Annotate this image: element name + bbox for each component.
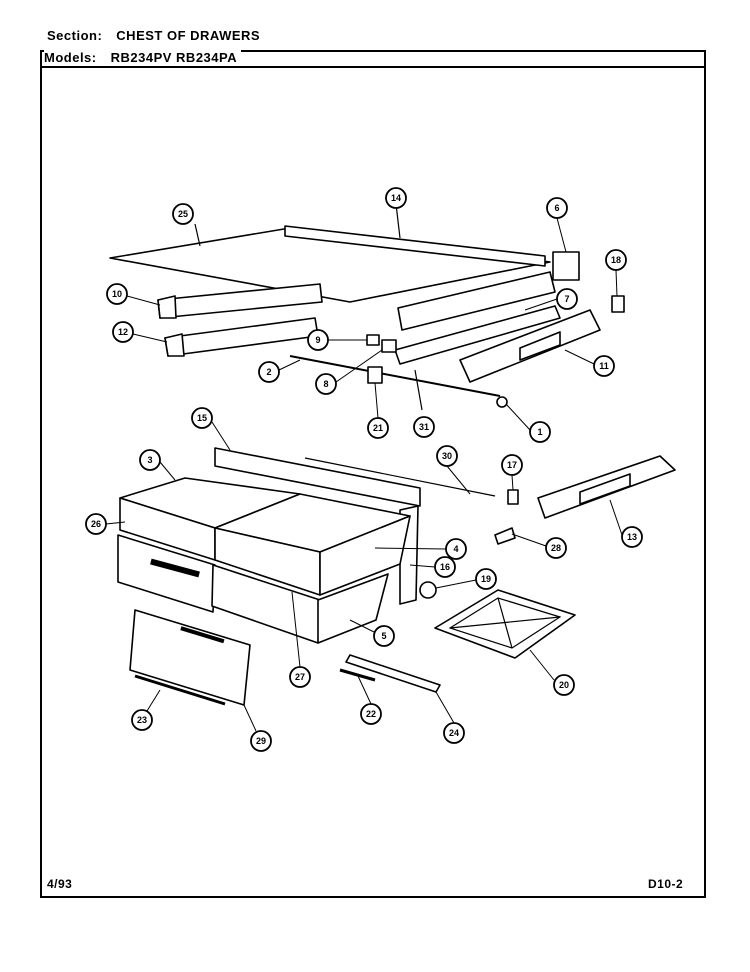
callout-27: 27 (289, 666, 311, 688)
svg-text:26: 26 (91, 519, 101, 529)
top-panel (109, 203, 551, 303)
svg-text:24: 24 (449, 728, 459, 738)
callout-17: 17 (501, 454, 523, 476)
callout-26: 26 (85, 513, 107, 535)
rod-2 (289, 355, 501, 397)
callout-13: 13 (621, 526, 643, 548)
svg-text:2: 2 (266, 367, 271, 377)
svg-text:16: 16 (440, 562, 450, 572)
svg-text:21: 21 (373, 423, 383, 433)
svg-text:22: 22 (366, 709, 376, 719)
callout-8: 8 (315, 373, 337, 395)
callout-29: 29 (250, 730, 272, 752)
callout-24: 24 (443, 722, 465, 744)
callout-30: 30 (436, 445, 458, 467)
svg-text:14: 14 (391, 193, 401, 203)
svg-text:27: 27 (295, 672, 305, 682)
svg-text:1: 1 (537, 427, 542, 437)
models-heading: Models: RB234PV RB234PA (44, 50, 242, 65)
callout-25: 25 (172, 203, 194, 225)
part-28-latch (494, 527, 516, 545)
drawer-front-29 (129, 609, 251, 706)
part-8-clip (381, 339, 397, 353)
part-18-bracket (611, 295, 625, 313)
section-heading: Section: CHEST OF DRAWERS (47, 28, 260, 43)
svg-text:31: 31 (419, 422, 429, 432)
left-drawer (117, 477, 301, 613)
svg-text:12: 12 (118, 327, 128, 337)
right-drawer (211, 493, 411, 644)
svg-text:6: 6 (554, 203, 559, 213)
callout-22: 22 (360, 703, 382, 725)
svg-text:17: 17 (507, 460, 517, 470)
svg-text:30: 30 (442, 451, 452, 461)
callout-5: 5 (373, 625, 395, 647)
svg-text:4: 4 (453, 544, 458, 554)
callout-4: 4 (445, 538, 467, 560)
svg-text:15: 15 (197, 413, 207, 423)
svg-text:25: 25 (178, 209, 188, 219)
svg-text:11: 11 (599, 361, 609, 371)
footer-date: 4/93 (47, 877, 73, 891)
part-19-spring (419, 581, 437, 599)
callout-16: 16 (434, 556, 456, 578)
left-rail-upper (157, 283, 323, 319)
part-17-clip (507, 489, 519, 505)
svg-text:19: 19 (481, 574, 491, 584)
part-9-clip (366, 334, 380, 346)
callout-14: 14 (385, 187, 407, 209)
svg-text:20: 20 (559, 680, 569, 690)
svg-text:3: 3 (147, 455, 152, 465)
svg-text:23: 23 (137, 715, 147, 725)
right-slide-11 (459, 309, 601, 383)
callout-28: 28 (545, 537, 567, 559)
models-value: RB234PV RB234PA (110, 50, 238, 65)
callout-20: 20 (553, 674, 575, 696)
diagram-frame (40, 50, 706, 898)
part-21-block (367, 366, 383, 384)
leader-lines (105, 217, 623, 732)
svg-text:9: 9 (315, 335, 320, 345)
callout-6: 6 (546, 197, 568, 219)
callout-3: 3 (139, 449, 161, 471)
callout-12: 12 (112, 321, 134, 343)
svg-text:28: 28 (551, 543, 561, 553)
callout-7: 7 (556, 288, 578, 310)
svg-text:7: 7 (564, 294, 569, 304)
part-1-screw (496, 396, 508, 408)
callout-21: 21 (367, 417, 389, 439)
callout-11: 11 (593, 355, 615, 377)
slide-13 (537, 455, 676, 519)
models-label: Models: (44, 50, 97, 65)
section-label: Section: (47, 28, 103, 43)
svg-text:29: 29 (256, 736, 266, 746)
callout-18: 18 (605, 249, 627, 271)
svg-text:8: 8 (323, 379, 328, 389)
left-rail-lower (164, 317, 319, 357)
callout-19: 19 (475, 568, 497, 590)
footer-page-code: D10-2 (648, 877, 684, 891)
callout-23: 23 (131, 709, 153, 731)
callout-15: 15 (191, 407, 213, 429)
svg-text:13: 13 (627, 532, 637, 542)
callout-10: 10 (106, 283, 128, 305)
svg-text:18: 18 (611, 255, 621, 265)
header-rule (40, 66, 706, 68)
callout-31: 31 (413, 416, 435, 438)
section-value: CHEST OF DRAWERS (116, 28, 261, 43)
svg-text:10: 10 (112, 289, 122, 299)
part-24-strip (345, 654, 441, 693)
part-22-rod (339, 668, 376, 682)
frame-20 (434, 589, 576, 659)
callout-9: 9 (307, 329, 329, 351)
callout-1: 1 (529, 421, 551, 443)
svg-text:5: 5 (381, 631, 386, 641)
rod-31 (394, 305, 561, 411)
callout-2: 2 (258, 361, 280, 383)
